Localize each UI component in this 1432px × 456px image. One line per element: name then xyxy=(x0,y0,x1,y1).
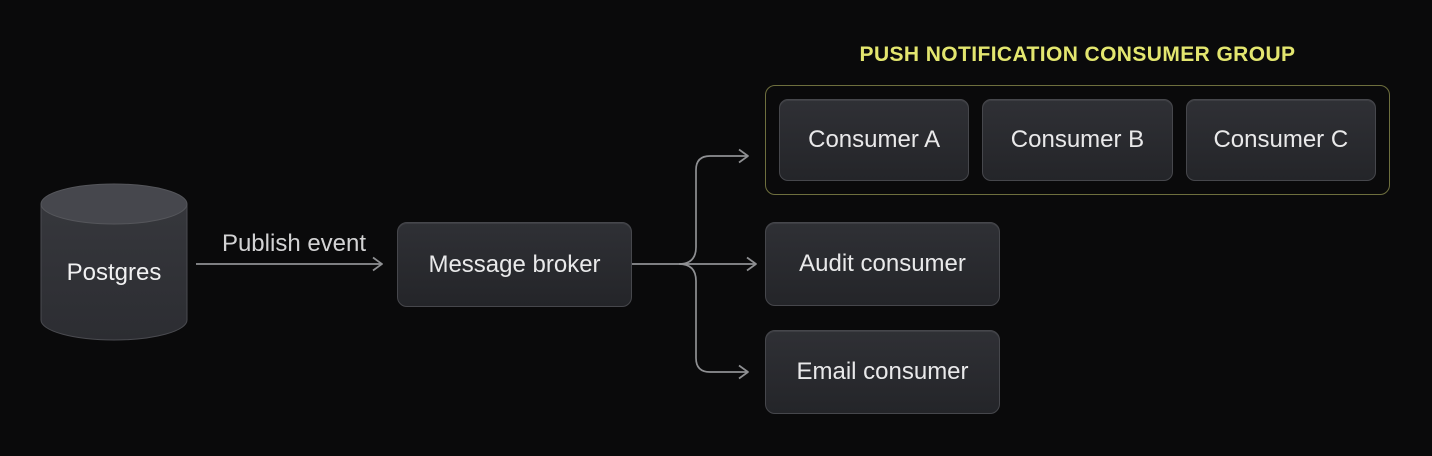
postgres-label: Postgres xyxy=(66,259,162,286)
publish-event-arrow xyxy=(196,256,383,272)
broker-to-email-arrow xyxy=(678,263,749,380)
audit-consumer-label: Audit consumer xyxy=(799,250,966,277)
consumer-c-node: Consumer C xyxy=(1185,99,1376,181)
audit-consumer-node: Audit consumer xyxy=(765,222,1000,306)
broker-to-audit-arrow xyxy=(632,256,757,272)
message-broker-label: Message broker xyxy=(428,250,601,278)
email-consumer-node: Email consumer xyxy=(765,330,1000,414)
consumer-b-node: Consumer B xyxy=(982,99,1173,181)
push-notification-consumer-group: Consumer A Consumer B Consumer C xyxy=(765,85,1390,195)
consumer-a-node: Consumer A xyxy=(779,99,970,181)
message-broker-node: Message broker xyxy=(397,222,632,307)
consumer-a-label: Consumer A xyxy=(808,126,941,153)
consumer-c-label: Consumer C xyxy=(1213,126,1349,153)
consumer-b-label: Consumer B xyxy=(1010,126,1145,153)
consumer-group-title: PUSH NOTIFICATION CONSUMER GROUP xyxy=(859,43,1296,66)
publish-event-label: Publish event xyxy=(221,230,367,257)
email-consumer-label: Email consumer xyxy=(796,358,969,385)
postgres-database-node: Postgres xyxy=(40,183,188,341)
database-cylinder-icon xyxy=(40,183,188,341)
broker-to-group-arrow xyxy=(678,148,749,265)
